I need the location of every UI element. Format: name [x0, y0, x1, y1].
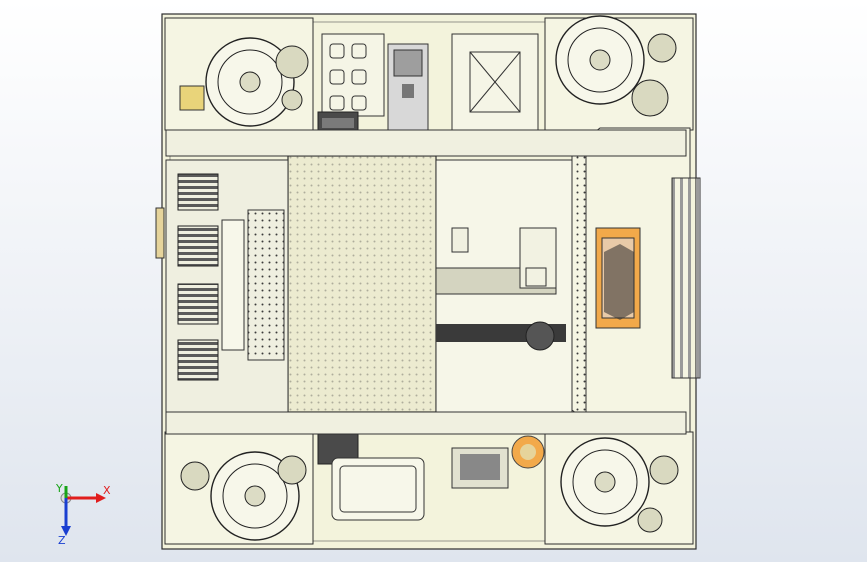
- triad-x-arrowhead: [96, 493, 106, 503]
- main-plate: [287, 155, 437, 413]
- triad-x-label: X: [103, 484, 111, 497]
- top-rail: [165, 129, 687, 157]
- wheel-module-top-left: [164, 17, 314, 131]
- triad-y-label: Y: [55, 482, 63, 495]
- bottom-rail: [165, 411, 687, 435]
- triad-z-arrowhead: [61, 526, 71, 536]
- axis-triad: X Y Z: [55, 482, 111, 546]
- center-mechanism: [435, 159, 573, 417]
- wheel-module-top-right: [544, 15, 694, 131]
- triad-z-label: Z: [58, 534, 66, 546]
- wheel-module-bottom-left: [164, 431, 314, 545]
- left-roller-assembly: [155, 159, 289, 413]
- wheel-module-bottom-right: [544, 431, 694, 545]
- right-intake: [571, 127, 701, 433]
